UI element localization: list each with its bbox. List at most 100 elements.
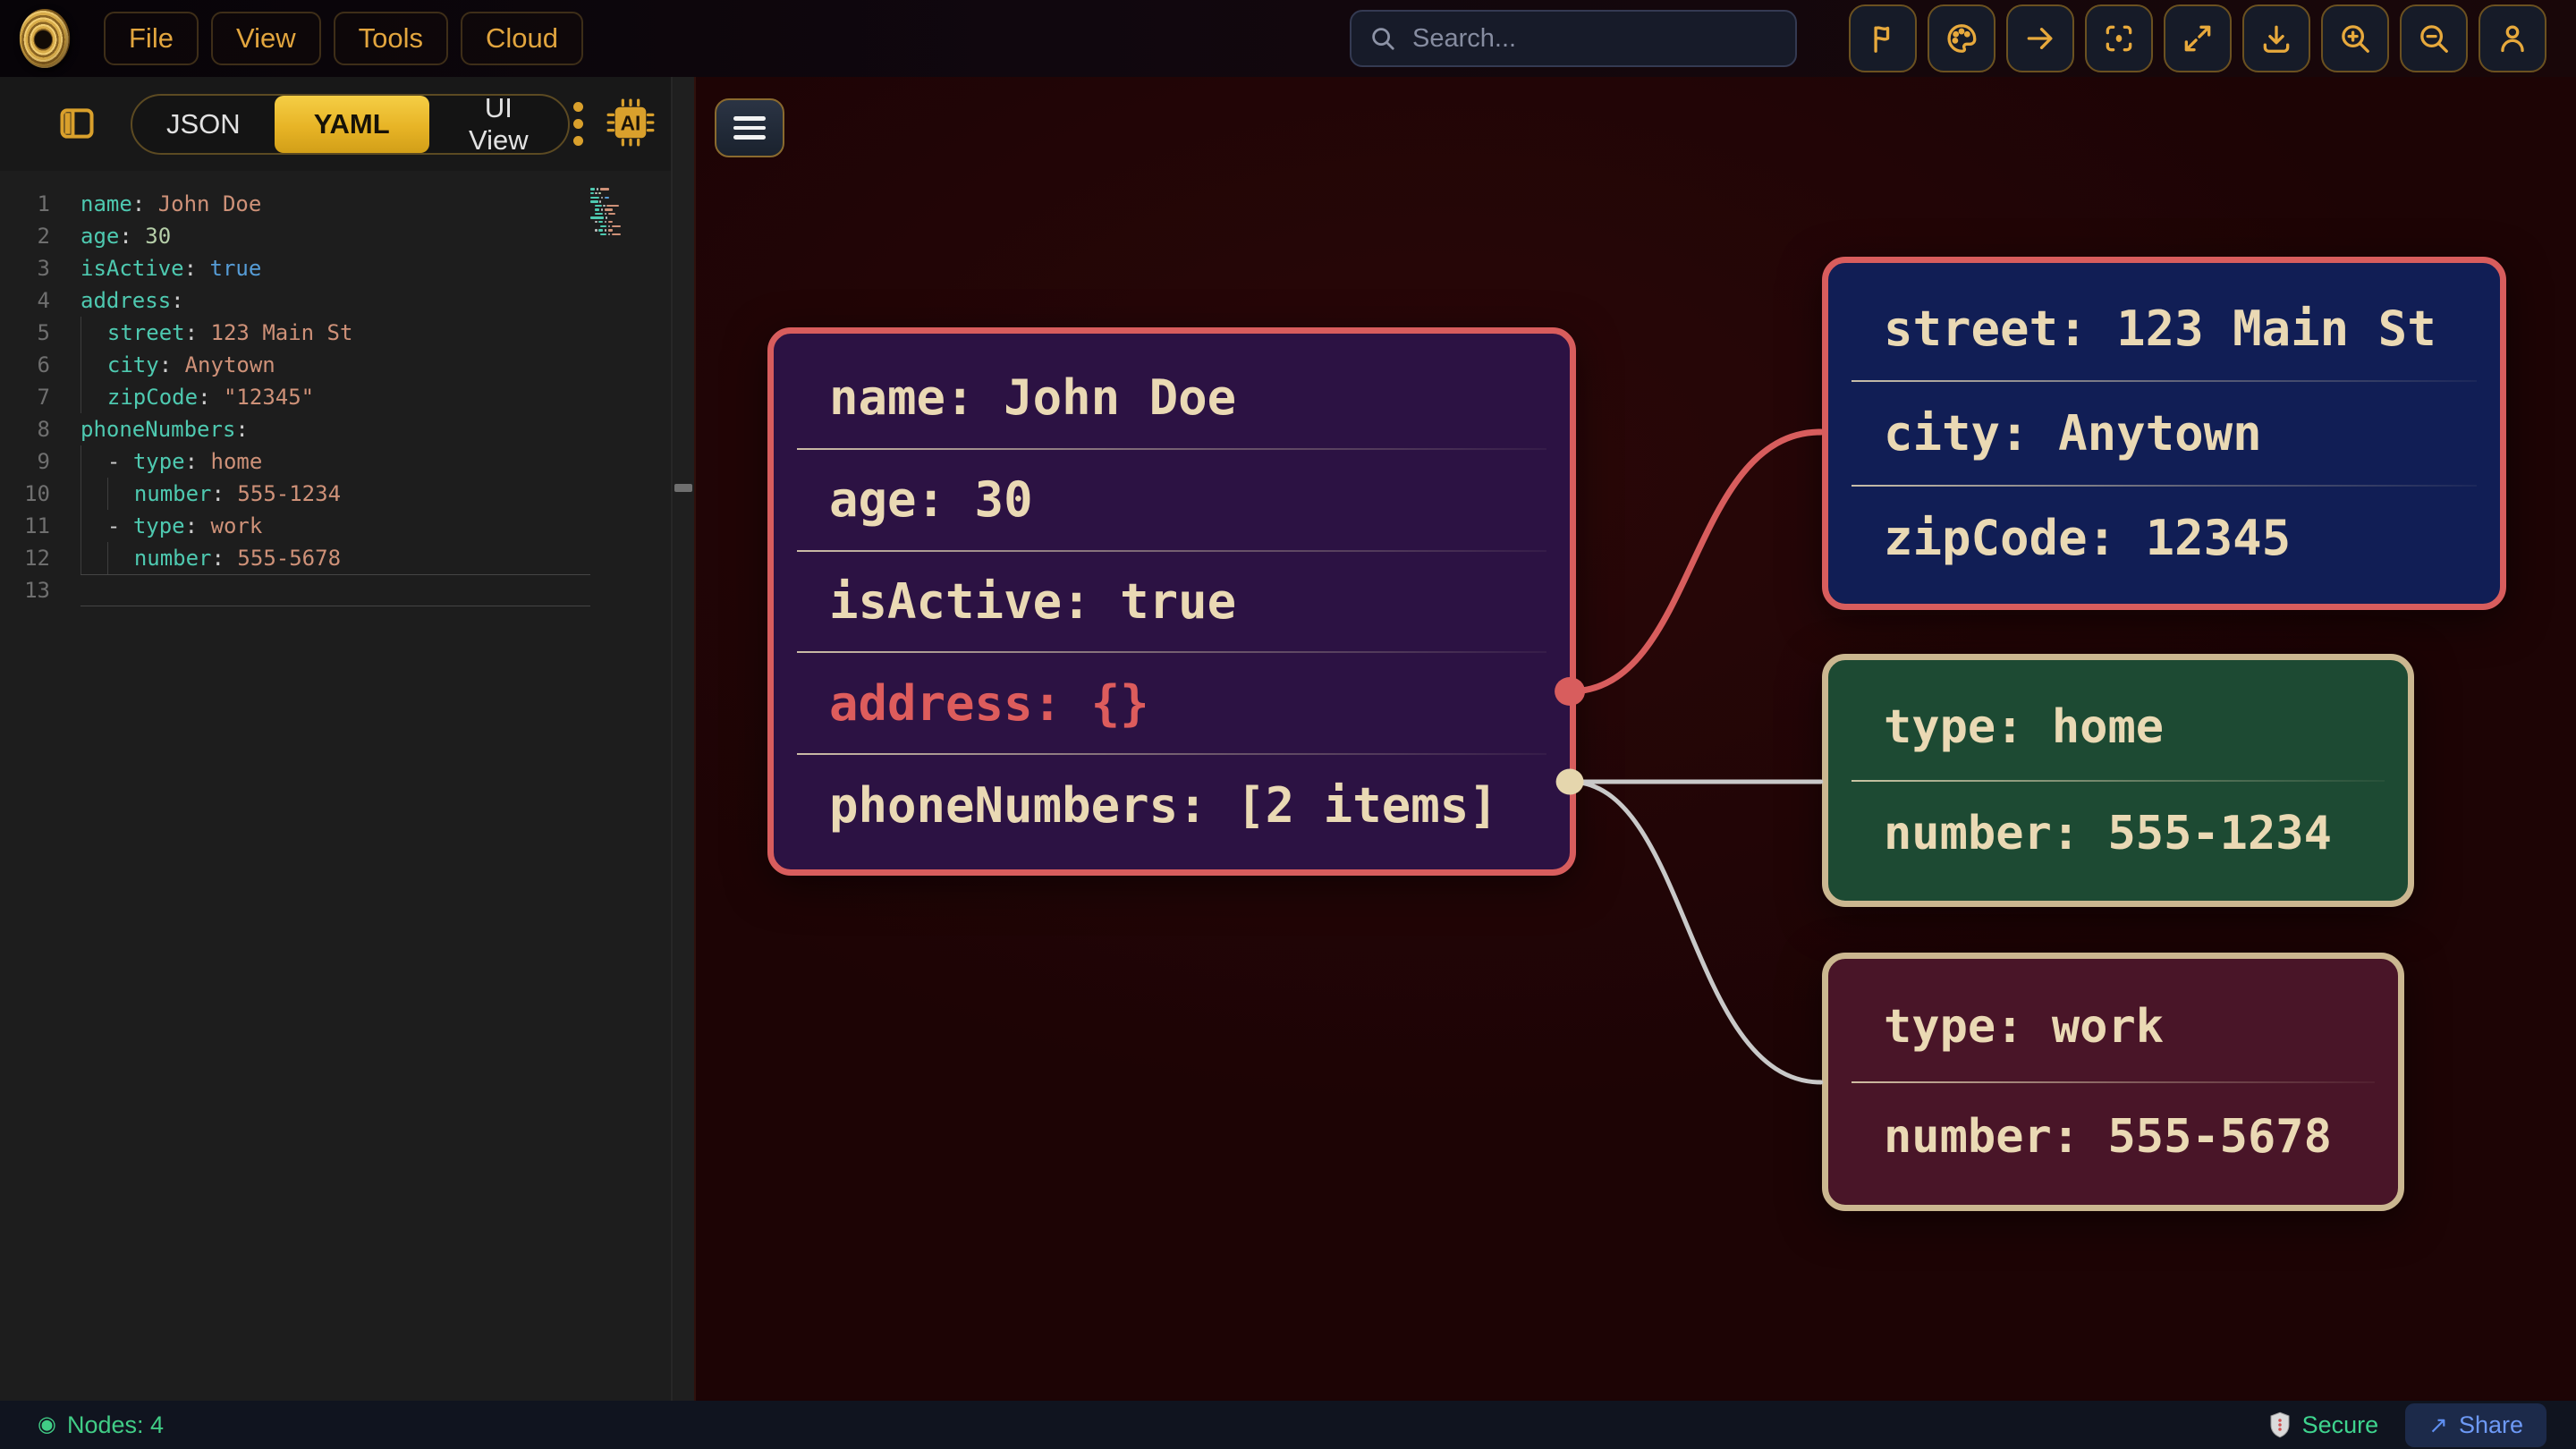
search-box — [1350, 10, 1797, 67]
focus-center-button[interactable] — [2085, 4, 2153, 72]
line-number: 5 — [0, 320, 80, 345]
arrow-right-icon — [2023, 21, 2057, 55]
editor-line[interactable]: 7 zipCode: "12345" — [0, 381, 671, 413]
code-text: age: 30 — [80, 220, 171, 252]
code-text: isActive: true — [80, 252, 261, 284]
menu-view[interactable]: View — [211, 12, 321, 65]
editor-line[interactable]: 13 — [0, 574, 671, 606]
code-token — [81, 449, 107, 474]
code-token: : — [159, 352, 185, 377]
code-token: number — [134, 546, 212, 571]
menu-file[interactable]: File — [104, 12, 199, 65]
flag-icon — [1866, 21, 1900, 55]
resize-grip[interactable] — [674, 484, 692, 492]
arrow-right-button[interactable] — [2006, 4, 2074, 72]
code-text: number: 555-5678 — [80, 542, 341, 574]
line-number: 10 — [0, 481, 80, 506]
zoom-out-button[interactable] — [2400, 4, 2468, 72]
code-token: - — [107, 449, 133, 474]
code-token: : — [119, 224, 145, 249]
editor-line[interactable]: 2age: 30 — [0, 220, 671, 252]
line-number: 12 — [0, 546, 80, 571]
app-logo-icon[interactable] — [20, 9, 70, 68]
code-token: isActive — [80, 256, 184, 281]
editor-line[interactable]: 10 number: 555-1234 — [0, 478, 671, 510]
graph-canvas[interactable]: name: John Doeage: 30isActive: trueaddre… — [694, 77, 2576, 1401]
expand-button[interactable] — [2164, 4, 2232, 72]
topbar: FileViewToolsCloud — [0, 0, 2576, 77]
download-button[interactable] — [2242, 4, 2310, 72]
code-token: type — [133, 449, 185, 474]
code-token: number — [134, 481, 212, 506]
editor-line[interactable]: 1name: John Doe — [0, 188, 671, 220]
code-text — [80, 574, 590, 606]
canvas-menu-button[interactable] — [715, 98, 784, 157]
sidebar-toggle-icon[interactable] — [57, 104, 97, 145]
code-token: city — [107, 352, 159, 377]
code-token — [108, 481, 134, 506]
panel-resize-handle[interactable] — [671, 77, 694, 1401]
shield-icon — [2268, 1411, 2292, 1438]
editor-line[interactable]: 12 number: 555-5678 — [0, 542, 671, 574]
menu-tools[interactable]: Tools — [334, 12, 448, 65]
code-token — [81, 320, 107, 345]
flag-button[interactable] — [1849, 4, 1917, 72]
handle-phone-numbers[interactable] — [1556, 769, 1584, 795]
code-text: street: 123 Main St — [80, 317, 352, 349]
code-text: number: 555-1234 — [80, 478, 341, 510]
code-token: - — [107, 513, 133, 538]
more-options-button[interactable] — [570, 98, 587, 149]
editor-line[interactable]: 6 city: Anytown — [0, 349, 671, 381]
nodes-count-label: Nodes: 4 — [67, 1411, 164, 1439]
code-text: name: John Doe — [80, 188, 261, 220]
focus-center-icon — [2102, 21, 2136, 55]
menu-cloud[interactable]: Cloud — [461, 12, 583, 65]
editor-panel: JSONYAMLUI View AI 1name: John Doe2age: … — [0, 77, 671, 1401]
code-token: name — [80, 191, 132, 216]
code-token: : — [212, 481, 238, 506]
ai-badge-label: AI — [621, 112, 641, 135]
editor-line[interactable]: 3isActive: true — [0, 252, 671, 284]
edge-address — [1570, 432, 1821, 691]
code-token: 123 Main St — [211, 320, 353, 345]
tab-yaml[interactable]: YAML — [275, 96, 429, 153]
code-token: 555-1234 — [237, 481, 341, 506]
line-number: 3 — [0, 256, 80, 281]
code-token — [81, 513, 107, 538]
code-token: : — [185, 513, 211, 538]
code-token: : — [132, 191, 158, 216]
editor-line[interactable]: 8phoneNumbers: — [0, 413, 671, 445]
toolbar-icons — [1849, 4, 2546, 72]
editor-lines: 1name: John Doe2age: 303isActive: true4a… — [0, 188, 671, 606]
editor-line[interactable]: 4address: — [0, 284, 671, 317]
user-button[interactable] — [2479, 4, 2546, 72]
editor-line[interactable]: 9 - type: home — [0, 445, 671, 478]
code-editor[interactable]: 1name: John Doe2age: 303isActive: true4a… — [0, 171, 671, 1401]
handle-address[interactable] — [1555, 677, 1585, 706]
tab-json[interactable]: JSON — [132, 96, 275, 153]
code-token — [81, 546, 107, 571]
code-token: : — [184, 256, 210, 281]
search-input[interactable] — [1412, 24, 1777, 54]
topbar-right — [1350, 4, 2546, 72]
editor-line[interactable]: 11 - type: work — [0, 510, 671, 542]
line-number: 8 — [0, 417, 80, 442]
code-token: 555-5678 — [237, 546, 341, 571]
main-area: JSONYAMLUI View AI 1name: John Doe2age: … — [0, 77, 2576, 1401]
share-button[interactable]: ↗ Share — [2405, 1403, 2546, 1447]
expand-icon — [2181, 21, 2215, 55]
code-token: : — [235, 417, 248, 442]
code-token: : — [185, 449, 211, 474]
code-token: "12345" — [224, 385, 314, 410]
editor-line[interactable]: 5 street: 123 Main St — [0, 317, 671, 349]
tab-ui-view[interactable]: UI View — [429, 96, 568, 153]
secure-label: Secure — [2302, 1411, 2379, 1439]
zoom-in-icon — [2338, 21, 2372, 55]
code-token: : — [185, 320, 211, 345]
menu-bar: FileViewToolsCloud — [104, 12, 583, 65]
minimap[interactable] — [590, 188, 642, 237]
zoom-in-button[interactable] — [2321, 4, 2389, 72]
ai-assistant-button[interactable]: AI — [606, 98, 655, 149]
palette-button[interactable] — [1928, 4, 1996, 72]
view-tabs: JSONYAMLUI View — [131, 94, 570, 155]
